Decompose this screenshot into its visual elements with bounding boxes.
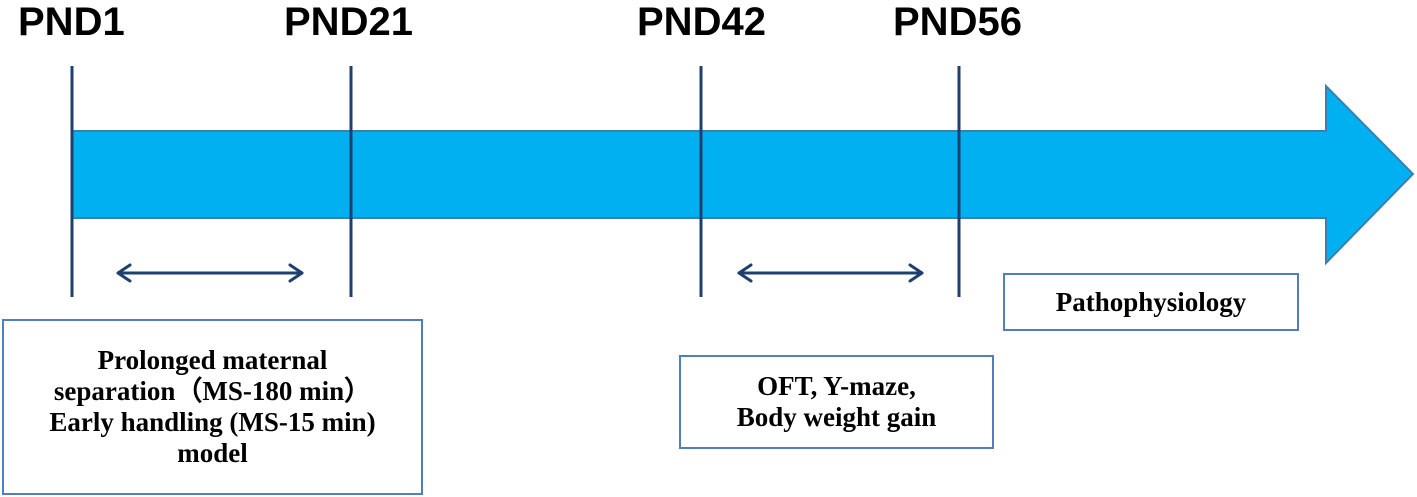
behavior-box: OFT, Y-maze, Body weight gain <box>679 355 994 449</box>
label-pnd42: PND42 <box>637 0 766 44</box>
model-box: Prolonged maternal separation（MS-180 min… <box>2 319 423 495</box>
model-box-line-2: separation（MS-180 min） <box>53 376 372 406</box>
timeline-arrow <box>71 83 1415 266</box>
behavior-box-line-2: Body weight gain <box>736 402 937 432</box>
label-pnd1: PND1 <box>18 0 125 44</box>
pathophysiology-box-line-1: Pathophysiology <box>1055 286 1247 317</box>
double-arrow-behavior-period <box>737 263 924 283</box>
model-box-line-1: Prolonged maternal <box>97 345 328 375</box>
double-arrow-model-period <box>116 263 304 283</box>
label-pnd56: PND56 <box>893 0 1022 44</box>
pathophysiology-box: Pathophysiology <box>1003 273 1299 331</box>
label-pnd21: PND21 <box>284 0 413 44</box>
model-box-line-4: model <box>177 438 248 468</box>
behavior-box-line-1: OFT, Y-maze, <box>757 371 916 401</box>
model-box-line-3: Early handling (MS-15 min) <box>49 407 376 437</box>
